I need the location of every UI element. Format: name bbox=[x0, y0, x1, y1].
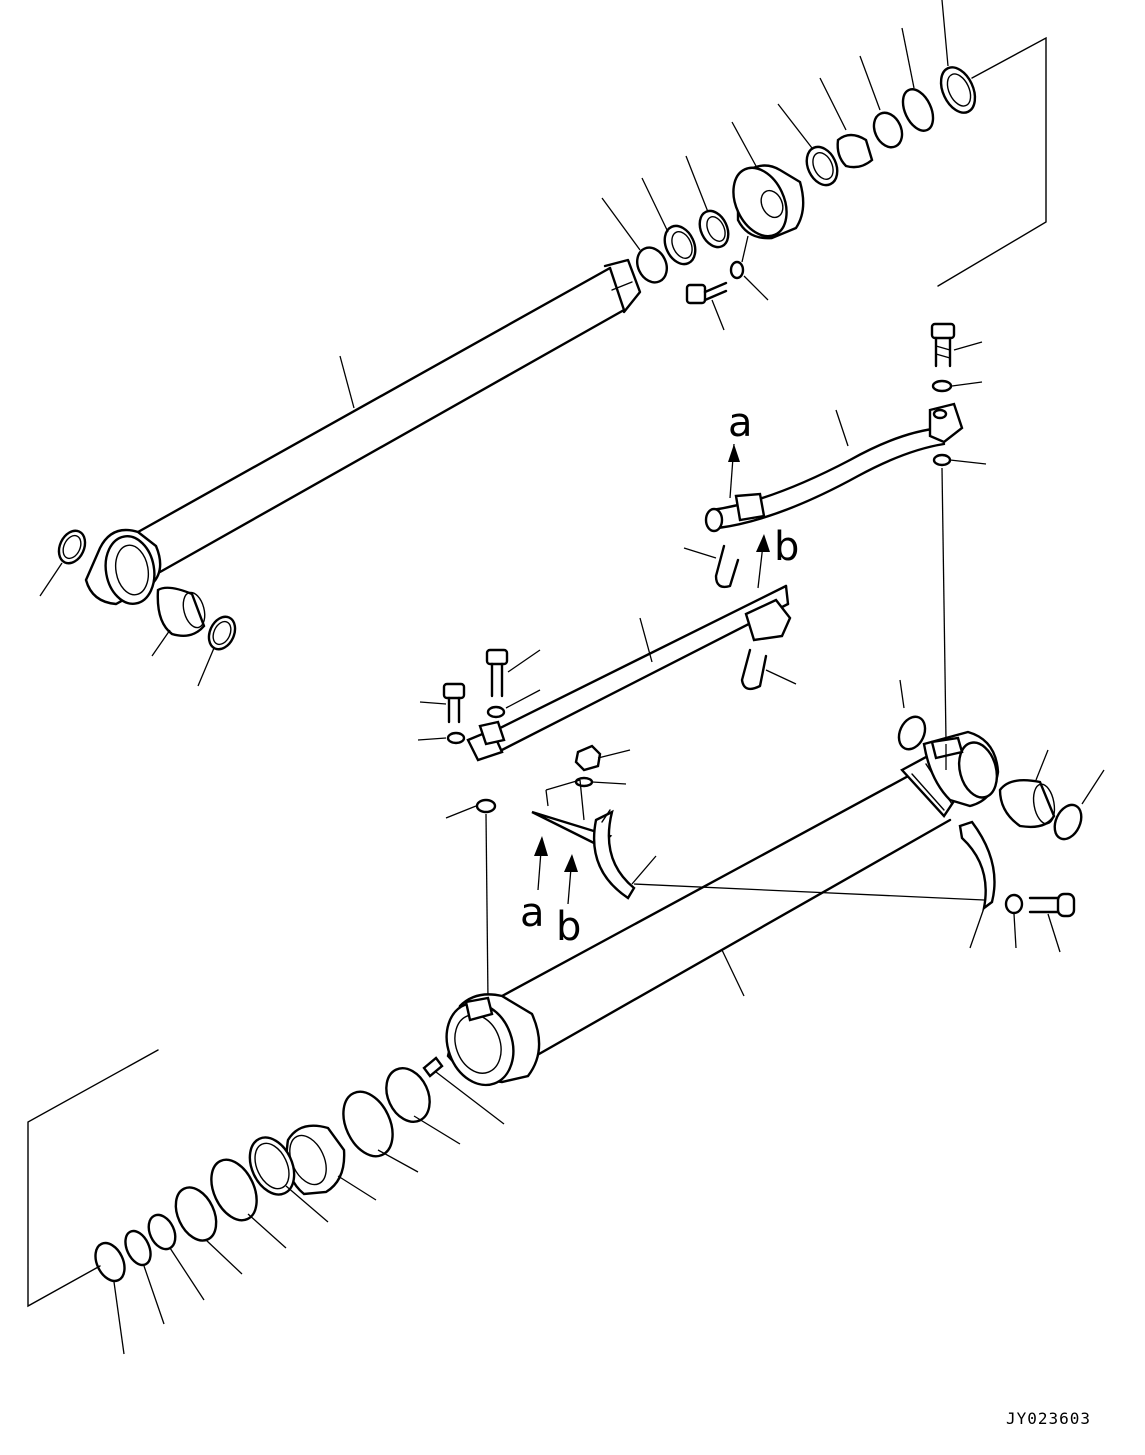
head-washer bbox=[729, 260, 745, 280]
u-clamp-a bbox=[683, 544, 740, 589]
pipe-b-bolts bbox=[417, 648, 541, 1001]
upper-leader-lines bbox=[39, 0, 949, 687]
bottom-eye-bushing bbox=[998, 749, 1056, 829]
rod-eye-bushing bbox=[156, 586, 206, 637]
grease-fitting bbox=[422, 1056, 505, 1125]
callout-b-label-lower: b bbox=[556, 904, 581, 950]
piston-seal-set bbox=[94, 1067, 431, 1283]
head-rings bbox=[805, 66, 977, 187]
pipe-a bbox=[704, 402, 964, 533]
u-clamp-b bbox=[740, 648, 797, 691]
upper-bracket-frame bbox=[937, 36, 1047, 287]
cylinder-head bbox=[732, 164, 805, 240]
lower-bracket-frame bbox=[27, 1049, 159, 1308]
rod-eye-seal-right bbox=[207, 615, 237, 651]
lower-leader-lines bbox=[113, 1115, 461, 1355]
rod-eye bbox=[84, 528, 162, 606]
callout-b-upper: b bbox=[756, 524, 799, 589]
cylinder-bottom-eye bbox=[922, 730, 1000, 808]
bottom-eye-seal bbox=[1053, 769, 1105, 841]
callout-b-lower: b bbox=[556, 854, 581, 950]
pipe-a-top-bolt bbox=[835, 322, 987, 741]
drawing-code: JY023603 bbox=[1006, 1409, 1091, 1428]
cylinder-tube-head-end bbox=[445, 993, 541, 1087]
piston-rod bbox=[136, 258, 642, 574]
callout-a-label-lower: a bbox=[520, 890, 545, 936]
rod-seal-rings bbox=[636, 209, 730, 284]
callout-b-label: b bbox=[774, 524, 799, 570]
callout-a-upper: a bbox=[728, 400, 753, 499]
tube-clamp bbox=[958, 820, 996, 949]
head-bolt bbox=[685, 281, 728, 305]
hex-nut-and-washer bbox=[574, 744, 631, 788]
bottom-eye-seal-ring bbox=[897, 679, 927, 751]
callout-a-lower: a bbox=[520, 836, 548, 936]
clamp-bolt-and-washer bbox=[1004, 892, 1076, 953]
callout-a-label: a bbox=[728, 400, 753, 446]
rod-eye-seal-left bbox=[57, 529, 87, 565]
pipe-support-bracket bbox=[531, 779, 985, 901]
pipe-b bbox=[466, 584, 792, 762]
